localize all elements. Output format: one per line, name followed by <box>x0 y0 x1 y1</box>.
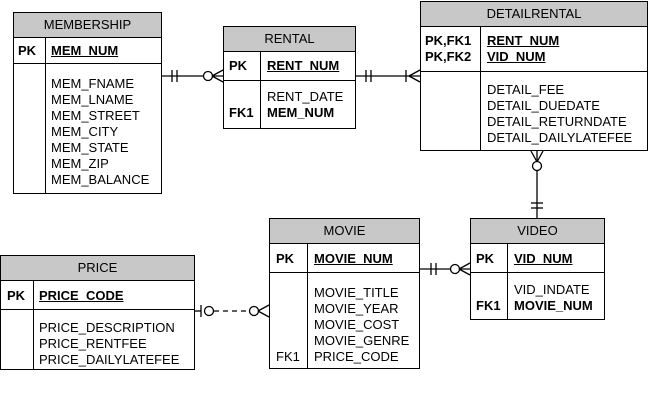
entity-title: MOVIE <box>270 219 419 244</box>
attribute-field: MOVIE_GENRE <box>314 333 410 348</box>
primary-key-field: VID_NUM <box>514 251 573 266</box>
key-section: PK RENT_NUM <box>224 52 355 81</box>
attributes-section: MEM_FNAME MEM_LNAME MEM_STREET MEM_CITY … <box>14 64 161 194</box>
attribute-field: PRICE_RENTFEE <box>39 336 147 351</box>
pk-fk-label: PK,FK2 <box>425 49 472 64</box>
entity-title: PRICE <box>1 256 194 281</box>
pk-fk-label: PK,FK1 <box>425 33 472 48</box>
pk-label: PK <box>276 251 295 266</box>
attribute-field: PRICE_DAILYLATEFEE <box>39 352 180 367</box>
key-section: PK PRICE_CODE <box>1 281 194 310</box>
attribute-field: DETAIL_DUEDATE <box>487 98 600 113</box>
foreign-key-field: MOVIE_NUM <box>514 298 593 313</box>
attribute-field: MEM_CITY <box>51 124 119 139</box>
relationship-price-movie <box>195 304 270 318</box>
entity-movie[interactable]: MOVIE PK MOVIE_NUM MOVIE_TITLE MOVIE_YEA… <box>269 218 420 369</box>
attributes-section: MOVIE_TITLE MOVIE_YEAR MOVIE_COST MOVIE_… <box>270 273 419 369</box>
primary-key-field: VID_NUM <box>487 49 546 64</box>
attribute-field: RENT_DATE <box>267 89 344 104</box>
relationship-rental-detailrental <box>356 69 421 83</box>
relationship-detailrental-video <box>530 150 544 218</box>
entity-title: DETAILRENTAL <box>421 2 647 27</box>
fk-label: FK1 <box>276 349 300 364</box>
entity-detailrental[interactable]: DETAILRENTAL PK,FK1 RENT_NUM PK,FK2 VID_… <box>420 1 648 151</box>
attribute-field: DETAIL_RETURNDATE <box>487 114 627 129</box>
attribute-field: MEM_STATE <box>51 140 129 155</box>
relationship-movie-video <box>420 262 471 276</box>
primary-key-field: MOVIE_NUM <box>314 251 393 266</box>
key-section: PK MOVIE_NUM <box>270 244 419 273</box>
entity-price[interactable]: PRICE PK PRICE_CODE PRICE_DESCRIPTION PR… <box>0 255 195 370</box>
pk-label: PK <box>229 58 248 73</box>
key-section: PK VID_NUM <box>471 244 604 273</box>
entity-title: VIDEO <box>471 219 604 244</box>
entity-rental[interactable]: RENTAL PK RENT_NUM RENT_DATE FK1 MEM_NUM <box>223 26 356 129</box>
attributes-section: VID_INDATE FK1 MOVIE_NUM <box>471 273 604 320</box>
pk-label: PK <box>476 251 495 266</box>
attribute-field: MEM_BALANCE <box>51 172 150 187</box>
fk-label: FK1 <box>476 298 501 313</box>
key-section: PK MEM_NUM <box>14 38 161 64</box>
attributes-section: RENT_DATE FK1 MEM_NUM <box>224 81 355 129</box>
key-section: PK,FK1 RENT_NUM PK,FK2 VID_NUM <box>421 27 647 72</box>
attribute-field: MEM_ZIP <box>51 156 109 171</box>
relationship-membership-rental <box>162 69 224 83</box>
attribute-field: PRICE_CODE <box>314 349 399 364</box>
primary-key-field: MEM_NUM <box>51 43 119 58</box>
attribute-field: MOVIE_TITLE <box>314 285 399 300</box>
entity-video[interactable]: VIDEO PK VID_NUM VID_INDATE FK1 MOVIE_NU… <box>470 218 605 320</box>
pk-label: PK <box>7 288 26 303</box>
attribute-field: MEM_LNAME <box>51 92 134 107</box>
attribute-field: MOVIE_YEAR <box>314 301 399 316</box>
primary-key-field: PRICE_CODE <box>39 288 124 303</box>
attribute-field: MOVIE_COST <box>314 317 400 332</box>
attributes-section: DETAIL_FEE DETAIL_DUEDATE DETAIL_RETURND… <box>421 72 647 150</box>
foreign-key-field: MEM_NUM <box>267 105 335 120</box>
attribute-field: DETAIL_DAILYLATEFEE <box>487 130 633 145</box>
entity-title: MEMBERSHIP <box>14 13 161 38</box>
attributes-section: PRICE_DESCRIPTION PRICE_RENTFEE PRICE_DA… <box>1 310 194 370</box>
attribute-field: PRICE_DESCRIPTION <box>39 320 175 335</box>
entity-title: RENTAL <box>224 27 355 52</box>
attribute-field: MEM_STREET <box>51 108 140 123</box>
attribute-field: VID_INDATE <box>514 282 590 297</box>
primary-key-field: RENT_NUM <box>487 33 560 48</box>
attribute-field: DETAIL_FEE <box>487 82 565 97</box>
entity-membership[interactable]: MEMBERSHIP PK MEM_NUM MEM_FNAME MEM_LNAM… <box>13 12 162 194</box>
primary-key-field: RENT_NUM <box>267 58 340 73</box>
pk-label: PK <box>18 43 37 58</box>
attribute-field: MEM_FNAME <box>51 76 135 91</box>
fk-label: FK1 <box>229 105 254 120</box>
